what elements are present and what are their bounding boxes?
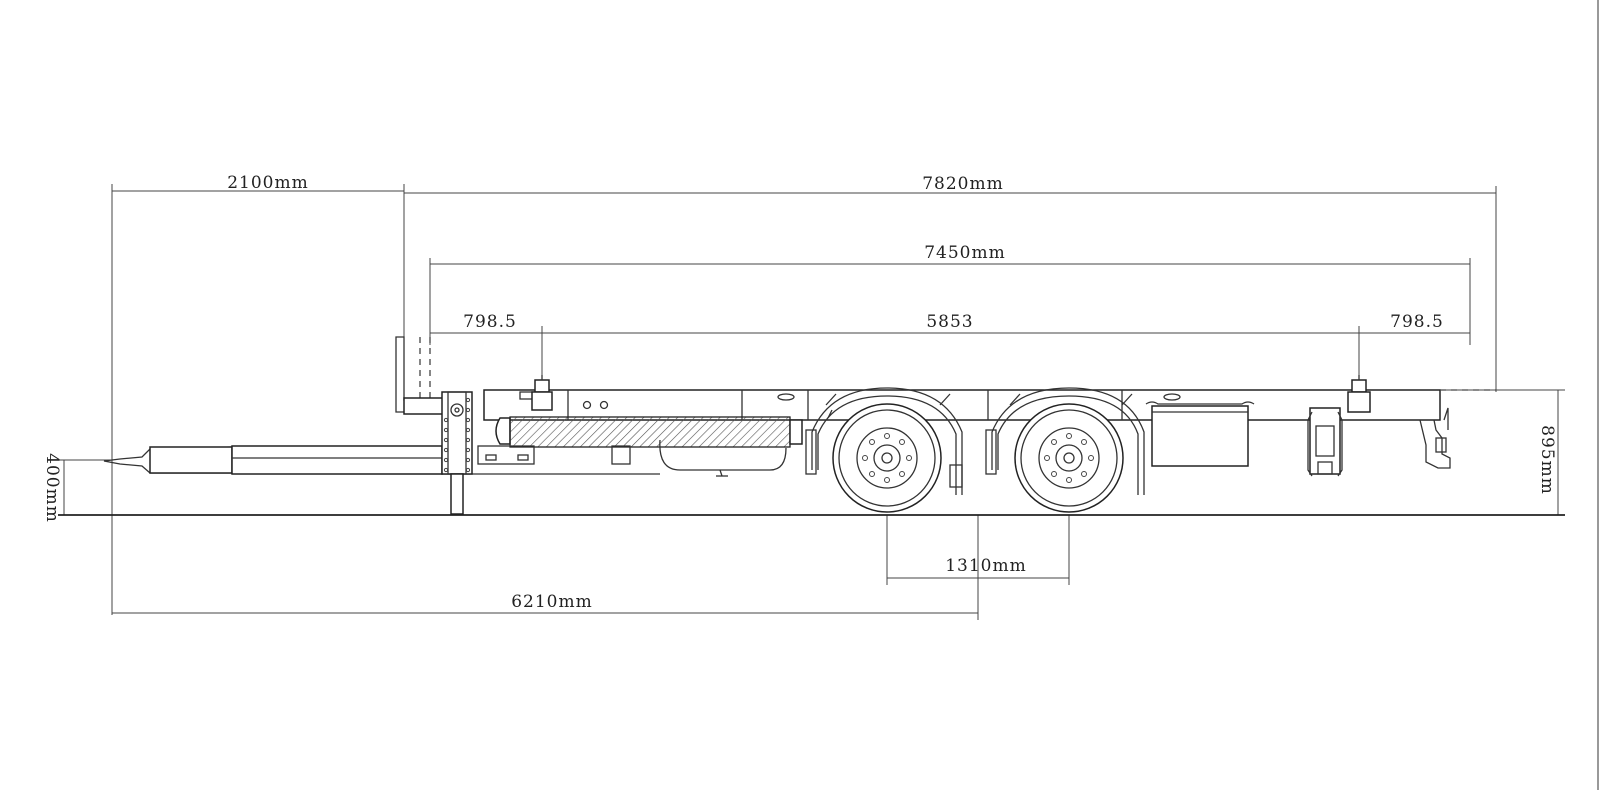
dim-coupling-to-axle-center: 6210mm <box>511 592 593 612</box>
dim-platform-length: 7450mm <box>924 243 1006 263</box>
dim-overall-length: 7820mm <box>922 174 1004 194</box>
dim-coupling-height: 400mm <box>42 453 62 523</box>
main-frame <box>483 389 1496 421</box>
twistlock-rear <box>1347 375 1371 413</box>
toolbox <box>1145 401 1255 467</box>
front-turntable <box>441 391 473 515</box>
dim-rear-overhang: 798.5 <box>1390 312 1444 332</box>
rear-support-leg <box>1307 407 1343 477</box>
wheel-front-axle <box>832 403 942 513</box>
wheel-rear-axle <box>1014 403 1124 513</box>
drawbar <box>103 445 660 475</box>
fuel-tank <box>477 416 803 477</box>
dim-drawbar-length: 2100mm <box>227 173 309 193</box>
dim-platform-height: 895mm <box>1537 425 1557 495</box>
dim-twistlock-span: 5853 <box>926 312 973 332</box>
fenders <box>805 387 1145 495</box>
dimension-lines <box>58 184 1565 620</box>
dim-front-overhang: 798.5 <box>463 312 517 332</box>
trailer-side-view <box>58 336 1565 516</box>
front-headboard <box>395 336 451 415</box>
twistlock-front <box>531 375 553 411</box>
rear-bumper <box>1419 407 1451 469</box>
dim-axle-spacing: 1310mm <box>945 556 1027 576</box>
